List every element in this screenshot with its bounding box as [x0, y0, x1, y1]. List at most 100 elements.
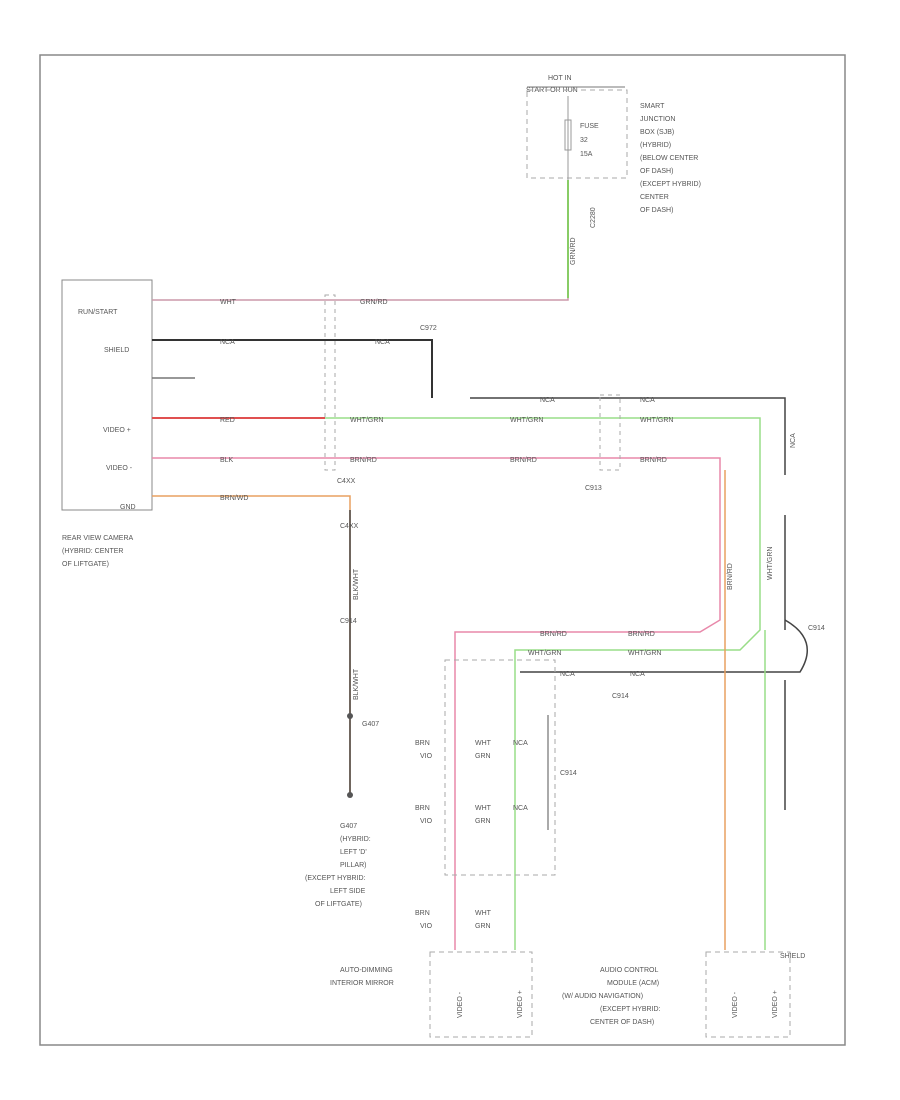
wire-label-nca-3: NCA [540, 397, 555, 404]
acm-caption-3: (EXCEPT HYBRID: [600, 1006, 661, 1013]
sjb-location-1: JUNCTION [640, 116, 675, 123]
wire-label-blk: BLK [220, 457, 234, 464]
wire-label-whtgrn-2: WHT/GRN [510, 417, 543, 424]
ground-point-2 [347, 792, 353, 798]
sjb-location-6: (EXCEPT HYBRID) [640, 181, 701, 188]
ground-caption-1: (HYBRID: [340, 836, 371, 843]
wire-label-whtgrn-7a: WHT [475, 805, 492, 812]
sjb-location-4: (BELOW CENTER [640, 155, 698, 162]
wire-label-whtgrn-6b: GRN [475, 753, 491, 760]
acm-caption-0: AUDIO CONTROL [600, 967, 658, 974]
smart-junction-box: HOT IN START OR RUN FUSE 32 15A SMART JU… [526, 75, 701, 265]
ground-caption-2: LEFT 'D' [340, 849, 367, 856]
sjb-location-0: SMART [640, 103, 665, 110]
acm-caption-4: CENTER OF DASH) [590, 1019, 654, 1026]
wire-gnd [152, 495, 351, 795]
wire-label-whtgrn-v: WHT/GRN [767, 547, 774, 580]
wire-label-nca-1: NCA [220, 339, 235, 346]
wire-label-nca-5: NCA [560, 671, 575, 678]
acm-box [705, 951, 791, 1038]
connector-c4xx: C4XX [337, 478, 356, 485]
sjb-outline [526, 89, 628, 179]
connector-c913: C913 [585, 485, 602, 492]
sjb-location-5: OF DASH) [640, 168, 673, 175]
power-label-1: HOT IN [548, 75, 572, 82]
wire-label-brnvio-2b: VIO [420, 818, 433, 825]
ground-point-1 [347, 713, 353, 719]
mirror-pin-video-minus: VIDEO - [457, 991, 464, 1018]
ground-caption-3: PILLAR) [340, 862, 366, 869]
fuse-label-1: 32 [580, 137, 588, 144]
connector-c914-b: C914 [612, 693, 629, 700]
mirror-caption-1: INTERIOR MIRROR [330, 980, 394, 987]
wire-label-brnrd-1: BRN/RD [350, 457, 377, 464]
wire-label-brnrd-2: BRN/RD [510, 457, 537, 464]
camera-pin-runstart: RUN/START [78, 309, 118, 316]
acm-caption-1: MODULE (ACM) [607, 980, 659, 987]
camera-pin-shield: SHIELD [104, 347, 129, 354]
wire-shield-return [470, 397, 786, 475]
wire-label-grnrd-1: GRN/RD [360, 299, 388, 306]
connector-outline-mirror [444, 659, 556, 876]
wire-shield-loop [520, 619, 808, 673]
wire-video-plus-green [325, 417, 761, 950]
wire-label-brnrd-v: BRN/RD [727, 563, 734, 590]
mirror-pin-video-plus: VIDEO + [517, 990, 524, 1018]
wire-label-brnvio-3a: BRN [415, 910, 430, 917]
connector-outline-c913 [599, 394, 621, 471]
wire-video-minus [152, 457, 721, 950]
wire-label-brnvio-3b: VIO [420, 923, 433, 930]
sjb-wire-color: GRN/RD [570, 237, 577, 265]
diagram-frame [39, 54, 846, 1046]
camera-caption-0: REAR VIEW CAMERA [62, 535, 134, 542]
wire-label-wht: WHT [220, 299, 237, 306]
camera-caption-2: OF LIFTGATE) [62, 561, 109, 568]
sjb-connector: C2280 [590, 207, 597, 228]
acm-shield: SHIELD [780, 953, 805, 960]
wire-label-whtgrn-8b: GRN [475, 923, 491, 930]
wire-label-blkwht-2: BLK/WHT [353, 668, 360, 700]
audio-control-module: SHIELD AUDIO CONTROL MODULE (ACM) (W/ AU… [562, 951, 805, 1038]
wire-label-whtgrn-5: WHT/GRN [628, 650, 661, 657]
connector-outline-c972 [324, 294, 336, 471]
connector-c4xx-2: C4XX [340, 523, 359, 530]
wire-label-blkwht-1: BLK/WHT [353, 568, 360, 600]
wire-shield [152, 339, 433, 398]
fuse-label-0: FUSE [580, 123, 599, 130]
wire-label-nca-7: NCA [513, 740, 528, 747]
mirror-box [429, 951, 533, 1038]
sjb-location-3: (HYBRID) [640, 142, 671, 149]
wire-label-brnvio-1a: BRN [415, 740, 430, 747]
wire-runstart [152, 180, 569, 301]
wire-label-brnvio-1b: VIO [420, 753, 433, 760]
acm-pin-video-plus: VIDEO + [772, 990, 779, 1018]
ground-caption-5: LEFT SIDE [330, 888, 366, 895]
camera-pin-video-minus: VIDEO - [106, 465, 133, 472]
wire-label-nca-8: NCA [513, 805, 528, 812]
wire-label-whtgrn-3: WHT/GRN [640, 417, 673, 424]
rear-view-camera: RUN/START SHIELD VIDEO + VIDEO - GND REA… [61, 279, 153, 568]
acm-caption-2: (W/ AUDIO NAVIGATION) [562, 993, 643, 1000]
power-label-2: START OR RUN [526, 87, 578, 94]
camera-caption-1: (HYBRID: CENTER [62, 548, 123, 555]
camera-pin-video-plus: VIDEO + [103, 427, 131, 434]
sjb-location-8: OF DASH) [640, 207, 673, 214]
wire-label-whtgrn-8a: WHT [475, 910, 492, 917]
ground-caption-0: G407 [340, 823, 357, 830]
camera-pin-gnd: GND [120, 504, 136, 511]
connector-c972: C972 [420, 325, 437, 332]
wire-label-red: RED [220, 417, 235, 424]
ground-caption-4: (EXCEPT HYBRID: [305, 875, 366, 882]
ground-g407: C914 BLK/WHT BLK/WHT G407 G407 (HYBRID: … [305, 568, 379, 908]
ground-caption-6: OF LIFTGATE) [315, 901, 362, 908]
wire-label-brnrd-4: BRN/RD [540, 631, 567, 638]
wire-label-nca-2: NCA [375, 339, 390, 346]
wire-label-nca-v: NCA [790, 433, 797, 448]
wire-label-brnrd-3: BRN/RD [640, 457, 667, 464]
acm-pin-video-minus: VIDEO - [732, 991, 739, 1018]
wire-label-brnwd: BRN/WD [220, 495, 248, 502]
camera-box [61, 279, 153, 511]
wire-label-nca-6: NCA [630, 671, 645, 678]
wire-label-whtgrn-4: WHT/GRN [528, 650, 561, 657]
